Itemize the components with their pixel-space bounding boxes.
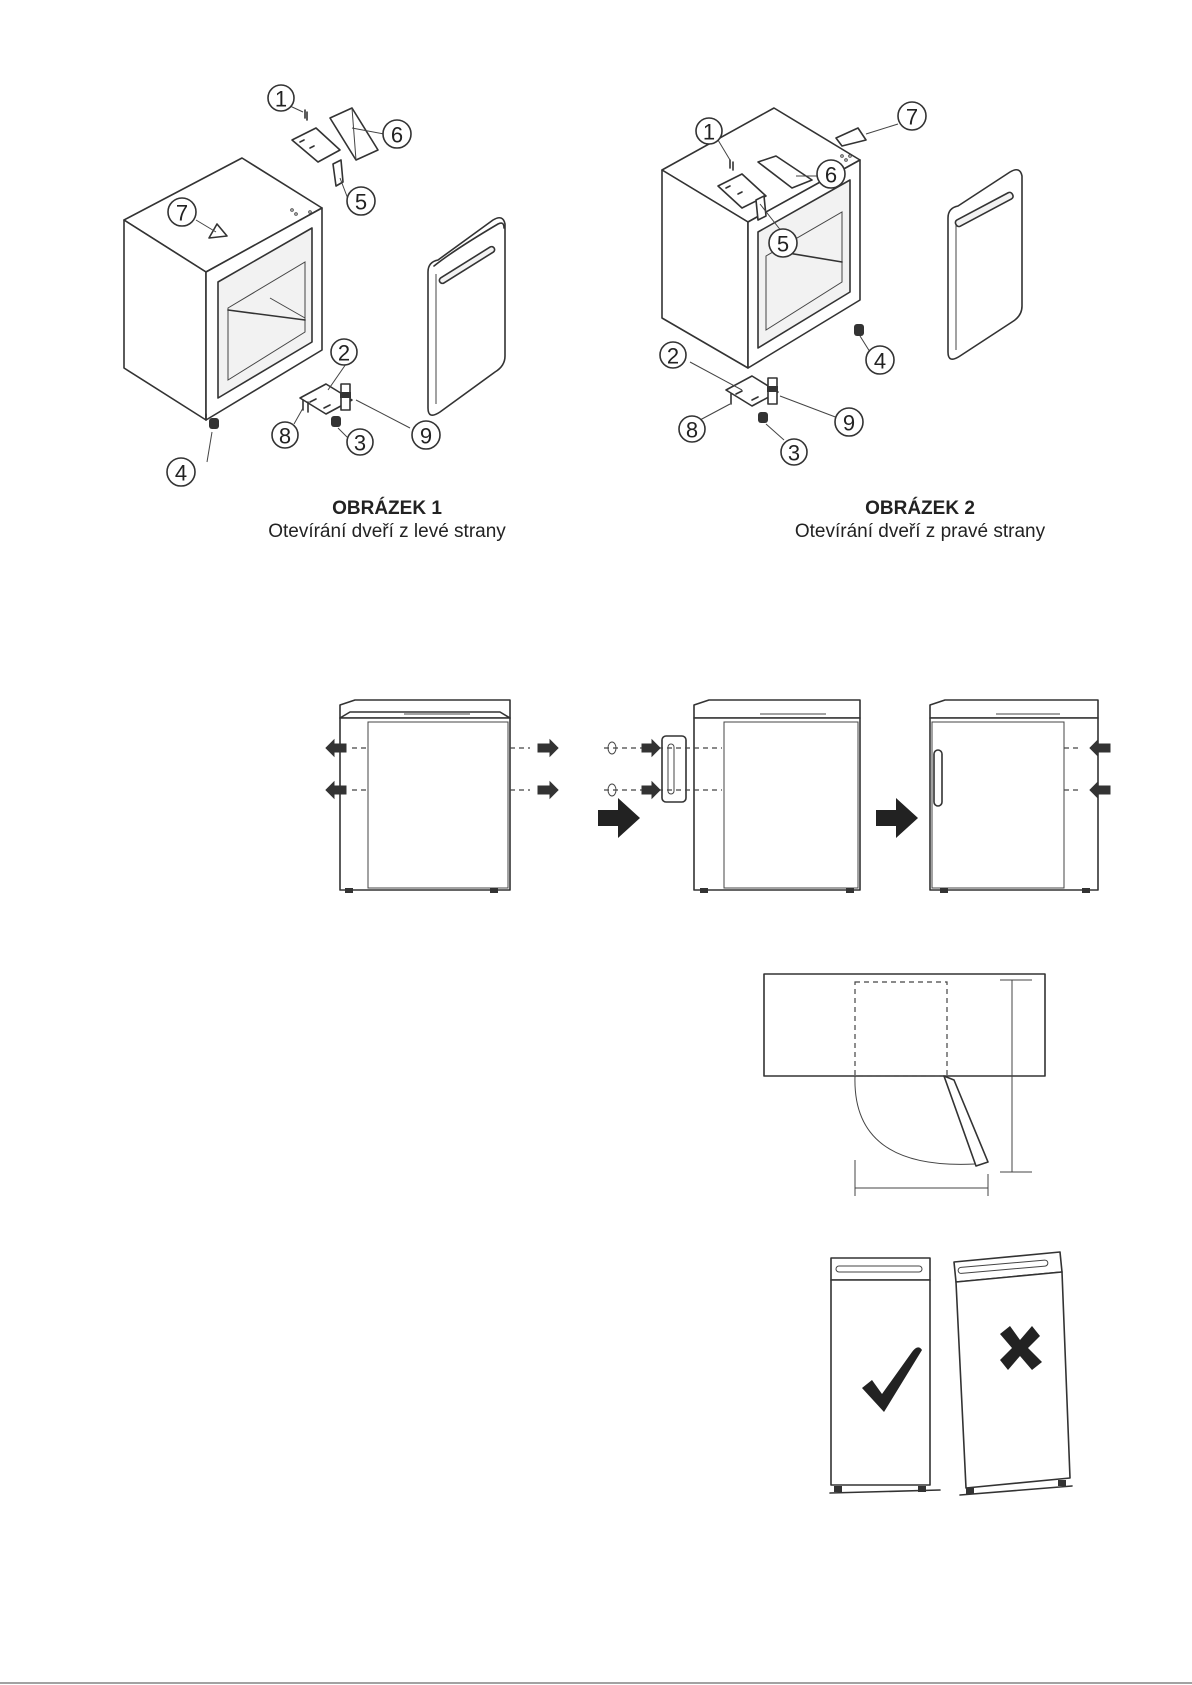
door-panel bbox=[948, 170, 1022, 359]
figure2-caption: OBRÁZEK 2 Otevírání dveří z pravé strany bbox=[740, 497, 1100, 543]
door-panel bbox=[428, 218, 505, 415]
handle-reversal-sequence bbox=[326, 700, 1110, 893]
svg-text:9: 9 bbox=[420, 424, 432, 449]
callout-6: 6 bbox=[383, 120, 411, 148]
callout-1: 1 bbox=[268, 85, 294, 112]
cabinet-body bbox=[124, 158, 322, 420]
callout-8: 8 bbox=[679, 416, 705, 443]
callout-3: 3 bbox=[781, 439, 807, 466]
callout-9: 9 bbox=[412, 421, 440, 449]
leveling-foot bbox=[854, 324, 864, 336]
svg-text:7: 7 bbox=[176, 201, 188, 226]
svg-text:2: 2 bbox=[338, 341, 350, 366]
fridge-level-wrong bbox=[954, 1252, 1072, 1495]
svg-text:8: 8 bbox=[279, 424, 291, 449]
callout-9: 9 bbox=[835, 408, 863, 436]
fridge-level-correct bbox=[830, 1258, 940, 1493]
svg-text:6: 6 bbox=[391, 123, 403, 148]
door-swing-diagram bbox=[764, 974, 1045, 1196]
fridge-front-step3 bbox=[930, 700, 1110, 893]
svg-text:4: 4 bbox=[175, 461, 187, 486]
bottom-hinge-parts bbox=[300, 384, 352, 427]
figure1-title: OBRÁZEK 1 bbox=[207, 497, 567, 520]
svg-text:5: 5 bbox=[777, 232, 789, 257]
svg-text:6: 6 bbox=[825, 163, 837, 188]
figure1-caption: OBRÁZEK 1 Otevírání dveří z levé strany bbox=[207, 497, 567, 543]
callout-4: 4 bbox=[167, 458, 195, 486]
svg-text:5: 5 bbox=[355, 190, 367, 215]
callout-6: 6 bbox=[817, 160, 845, 188]
figure1-subtitle: Otevírání dveří z levé strany bbox=[207, 520, 567, 543]
arrow-right-icon bbox=[598, 798, 640, 838]
svg-text:8: 8 bbox=[686, 418, 698, 443]
svg-text:1: 1 bbox=[703, 120, 715, 145]
leveling-comparison bbox=[830, 1252, 1072, 1495]
svg-text:1: 1 bbox=[275, 87, 287, 112]
callout-2: 2 bbox=[331, 339, 357, 366]
arrow-right-icon bbox=[538, 740, 558, 798]
figure1-illustration: 1 6 5 7 2 8 3 9 4 bbox=[124, 85, 505, 486]
callout-1: 1 bbox=[696, 118, 722, 145]
callout-8: 8 bbox=[272, 422, 298, 449]
svg-text:3: 3 bbox=[354, 431, 366, 456]
callout-5: 5 bbox=[769, 229, 797, 257]
callout-5: 5 bbox=[347, 187, 375, 215]
fridge-front-step1 bbox=[340, 700, 530, 893]
svg-text:2: 2 bbox=[667, 344, 679, 369]
bottom-hinge-parts bbox=[726, 376, 778, 423]
figure2-subtitle: Otevírání dveří z pravé strany bbox=[740, 520, 1100, 543]
callout-4: 4 bbox=[866, 346, 894, 374]
arrow-right-icon bbox=[876, 798, 918, 838]
figure2-title: OBRÁZEK 2 bbox=[740, 497, 1100, 520]
svg-text:4: 4 bbox=[874, 349, 886, 374]
svg-text:7: 7 bbox=[906, 105, 918, 130]
callout-3: 3 bbox=[347, 429, 373, 456]
figure2-illustration: 1 7 6 5 4 2 8 9 3 bbox=[660, 102, 1022, 466]
callout-2: 2 bbox=[660, 342, 686, 369]
svg-text:9: 9 bbox=[843, 411, 855, 436]
callout-7: 7 bbox=[898, 102, 926, 130]
callout-7: 7 bbox=[168, 198, 196, 226]
top-hinge-parts bbox=[292, 108, 378, 186]
svg-text:3: 3 bbox=[788, 441, 800, 466]
fridge-front-step2 bbox=[604, 700, 860, 893]
cabinet-body bbox=[662, 108, 860, 368]
leveling-foot bbox=[209, 418, 219, 429]
